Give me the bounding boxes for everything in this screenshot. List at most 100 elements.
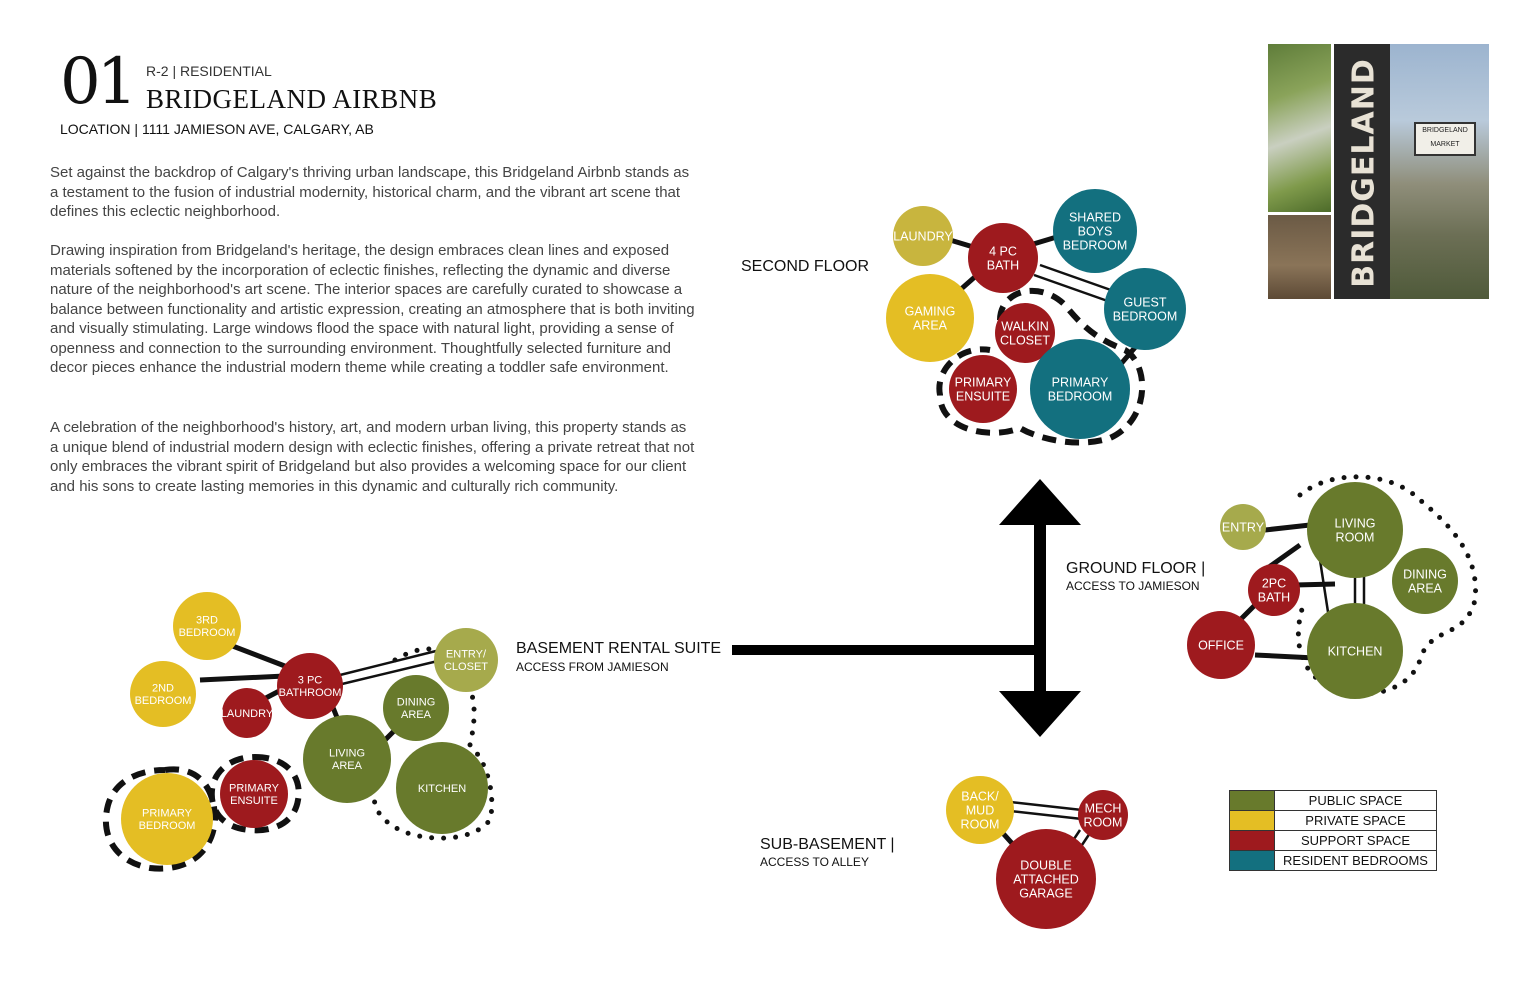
project-number: 01 [60,45,137,119]
room-circle [130,661,196,727]
room-circle [1248,564,1300,616]
room-label: ENTRY [1222,520,1265,534]
room-circle [1392,548,1458,614]
room-circle [968,223,1038,293]
room-circle [1307,603,1403,699]
room-circle [893,206,953,266]
room-circle [222,688,272,738]
legend-resident: RESIDENT BEDROOMS [1230,851,1436,870]
ivy-wall-photo [1268,44,1331,212]
room-circle [277,653,343,719]
room-label: KITCHEN [1328,644,1383,658]
legend-swatch [1230,811,1275,830]
room-bubble-laundry2: LAUNDRY [893,206,953,266]
basement-label: BASEMENT RENTAL SUITE [516,640,722,657]
room-bubble-office: OFFICE [1187,611,1255,679]
legend: PUBLIC SPACE PRIVATE SPACE SUPPORT SPACE… [1229,790,1437,871]
room-circle [220,760,288,828]
room-circle [1187,611,1255,679]
ground-floor-access: ACCESS TO JAMIESON [1066,579,1200,593]
market-sign: BRIDGELAND MARKET [1414,122,1476,156]
room-label: LAUNDRY [221,708,274,720]
room-bubble-entry: ENTRY [1220,504,1266,550]
room-circle [383,675,449,741]
room-circle [303,715,391,803]
floor-connector-arrows [732,479,1081,737]
basement-access: ACCESS FROM JAMIESON [516,660,669,674]
room-bubble-kitchenb: KITCHEN [396,742,488,834]
room-circle [1053,189,1137,273]
subbasement-access: ACCESS TO ALLEY [760,855,869,869]
ground-floor-label: GROUND FLOOR | [1066,560,1206,577]
arrow-up-icon [999,479,1081,525]
sign-text: BRIDGELAND [1346,58,1382,288]
room-circle [946,776,1014,844]
bridgeland-sign-photo: BRIDGELAND [1334,44,1390,299]
room-circle [1104,268,1186,350]
brick-wall-photo [1268,215,1331,299]
legend-swatch [1230,791,1275,810]
description-paragraph-2: Drawing inspiration from Bridgeland's he… [50,242,695,376]
room-circle [173,592,241,660]
legend-swatch [1230,851,1275,870]
room-circle [1307,482,1403,578]
room-circle [996,829,1096,929]
subbasement-label: SUB-BASEMENT | [760,836,895,853]
description-paragraph-1: Set against the backdrop of Calgary's th… [50,164,690,220]
room-label: KITCHEN [418,783,466,795]
project-location: LOCATION | 1111 JAMIESON AVE, CALGARY, A… [60,121,374,137]
room-circle [1030,339,1130,439]
room-circle [396,742,488,834]
room-circle [1078,790,1128,840]
room-bubble-laundryb: LAUNDRY [221,688,274,738]
room-label: OFFICE [1198,638,1244,652]
legend-public: PUBLIC SPACE [1230,791,1436,811]
second-floor-label: SECOND FLOOR [741,258,870,275]
description-paragraph-3: A celebration of the neighborhood's hist… [50,419,695,495]
legend-swatch [1230,831,1275,850]
legend-support: SUPPORT SPACE [1230,831,1436,851]
room-label: LAUNDRY [893,229,953,243]
room-bubble-entryb: ENTRY/CLOSET [434,628,498,692]
room-circle [949,355,1017,423]
legend-private: PRIVATE SPACE [1230,811,1436,831]
